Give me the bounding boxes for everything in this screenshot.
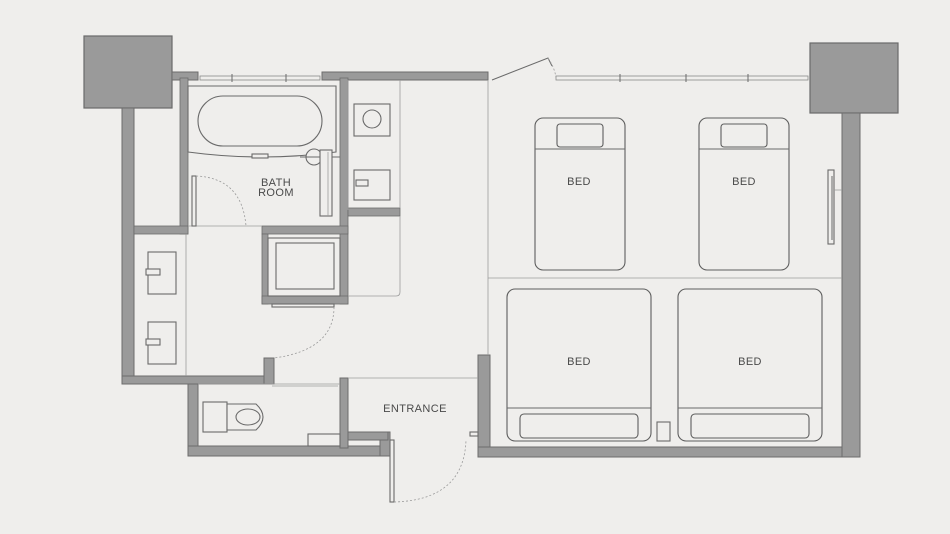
entrance-label: ENTRANCE xyxy=(383,403,447,415)
column-top-right xyxy=(809,42,899,114)
column-top-left xyxy=(83,35,173,109)
shower-base xyxy=(267,237,341,297)
bed-bottom-right xyxy=(677,288,823,442)
vanity-left xyxy=(145,251,177,365)
bathroom-label-line2: ROOM xyxy=(258,187,294,199)
partition-lines xyxy=(185,80,842,385)
sink-lower xyxy=(353,169,391,201)
bed-bottom-left xyxy=(506,288,652,442)
interior-walls xyxy=(133,77,401,305)
windows xyxy=(199,57,809,82)
shower xyxy=(300,148,340,217)
bed-label-top-right: BED xyxy=(732,176,756,188)
sink-upper xyxy=(353,103,391,137)
corridor-door xyxy=(271,303,335,359)
bathroom-door xyxy=(191,175,247,227)
bathroom-label-line1: BATH xyxy=(261,177,291,189)
bed-label-bottom-right: BED xyxy=(738,356,762,368)
closet-door xyxy=(827,169,842,245)
toilet xyxy=(202,385,341,447)
exterior-walls xyxy=(121,71,861,458)
bathtub xyxy=(187,85,337,159)
bed-top-right xyxy=(698,117,790,271)
bed-label-top-left: BED xyxy=(567,176,591,188)
bed-top-left xyxy=(534,117,626,271)
nightstand xyxy=(656,421,671,442)
entrance-door xyxy=(389,431,479,503)
bed-label-bottom-left: BED xyxy=(567,356,591,368)
